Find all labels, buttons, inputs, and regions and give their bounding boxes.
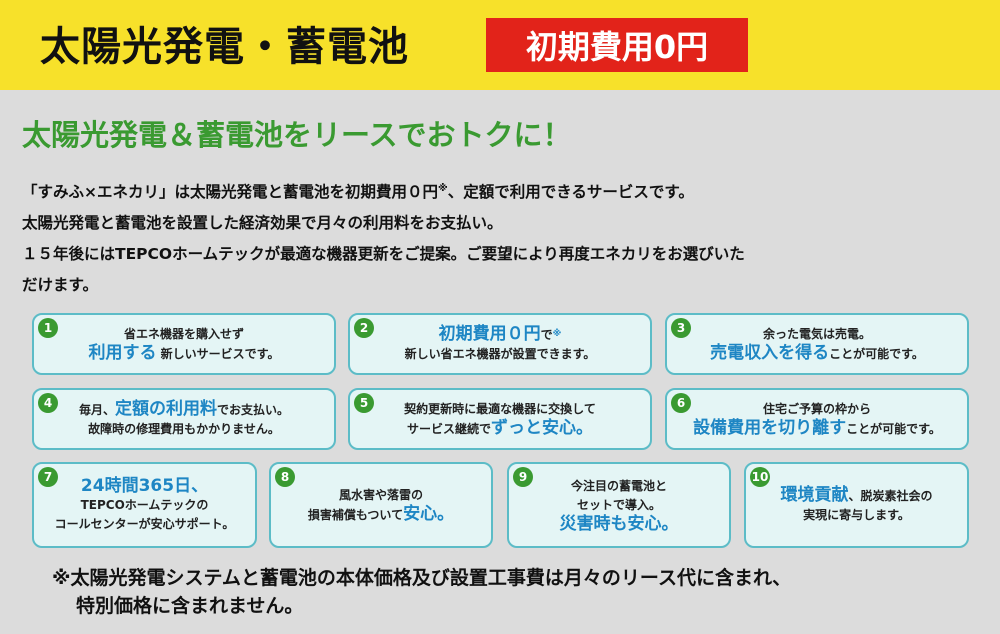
benefit-card-6: 6 住宅ご予算の枠から 設備費用を切り離すことが可能です。: [665, 388, 969, 450]
benefit-card-4: 4 毎月、定額の利用料でお支払い。 故障時の修理費用もかかりません。: [32, 388, 336, 450]
header-bar: 太陽光発電・蓄電池 初期費用0円: [0, 0, 1000, 90]
description-line-3: １５年後にはTEPCOホームテックが最適な機器更新をご提案。ご要望により再度エネ…: [22, 245, 745, 264]
benefit-number-badge: 8: [275, 467, 295, 487]
footnote: ※太陽光発電システムと蓄電池の本体価格及び設置工事費は月々のリース代に含まれ、 …: [52, 564, 992, 620]
benefit-card-3: 3 余った電気は売電。 売電収入を得ることが可能です。: [665, 313, 969, 375]
footnote-line-1: ※太陽光発電システムと蓄電池の本体価格及び設置工事費は月々のリース代に含まれ、: [52, 567, 792, 589]
description-line-2: 太陽光発電と蓄電池を設置した経済効果で月々の利用料をお支払い。: [22, 214, 503, 233]
benefit-number-badge: 7: [38, 467, 58, 487]
description-line-1: 「すみふ×エネカリ」は太陽光発電と蓄電池を初期費用０円※、定額で利用できるサービ…: [22, 183, 694, 202]
benefit-number-badge: 3: [671, 318, 691, 338]
description: 「すみふ×エネカリ」は太陽光発電と蓄電池を初期費用０円※、定額で利用できるサービ…: [22, 173, 978, 301]
benefit-number-badge: 9: [513, 467, 533, 487]
benefit-number-badge: 1: [38, 318, 58, 338]
benefit-number-badge: 5: [354, 393, 374, 413]
benefit-number-badge: 2: [354, 318, 374, 338]
headline: 太陽光発電＆蓄電池をリースでおトクに！: [22, 118, 572, 152]
footnote-line-2: 特別価格に含まれません。: [76, 595, 304, 617]
benefit-number-badge: 10: [750, 467, 770, 487]
benefit-card-9: 9 今注目の蓄電池と セットで導入。 災害時も安心。: [507, 462, 731, 548]
header-title: 太陽光発電・蓄電池: [40, 24, 409, 70]
benefit-card-7: 7 24時間365日、 TEPCOホームテックの コールセンターが安心サポート。: [32, 462, 257, 548]
description-line-4: だけます。: [22, 276, 98, 295]
benefit-card-10: 10 環境貢献、脱炭素社会の 実現に寄与します。: [744, 462, 969, 548]
footnote-mark: ※: [438, 183, 448, 194]
benefit-number-badge: 4: [38, 393, 58, 413]
benefit-card-2: 2 初期費用０円で※ 新しい省エネ機器が設置できます。: [348, 313, 652, 375]
benefit-card-8: 8 風水害や落雷の 損害補償もついて安心。: [269, 462, 493, 548]
benefit-card-1: 1 省エネ機器を購入せず 利用する 新しいサービスです。: [32, 313, 336, 375]
benefit-number-badge: 6: [671, 393, 691, 413]
initial-cost-badge: 初期費用0円: [486, 18, 748, 72]
benefit-card-5: 5 契約更新時に最適な機器に交換して サービス継続でずっと安心。: [348, 388, 652, 450]
